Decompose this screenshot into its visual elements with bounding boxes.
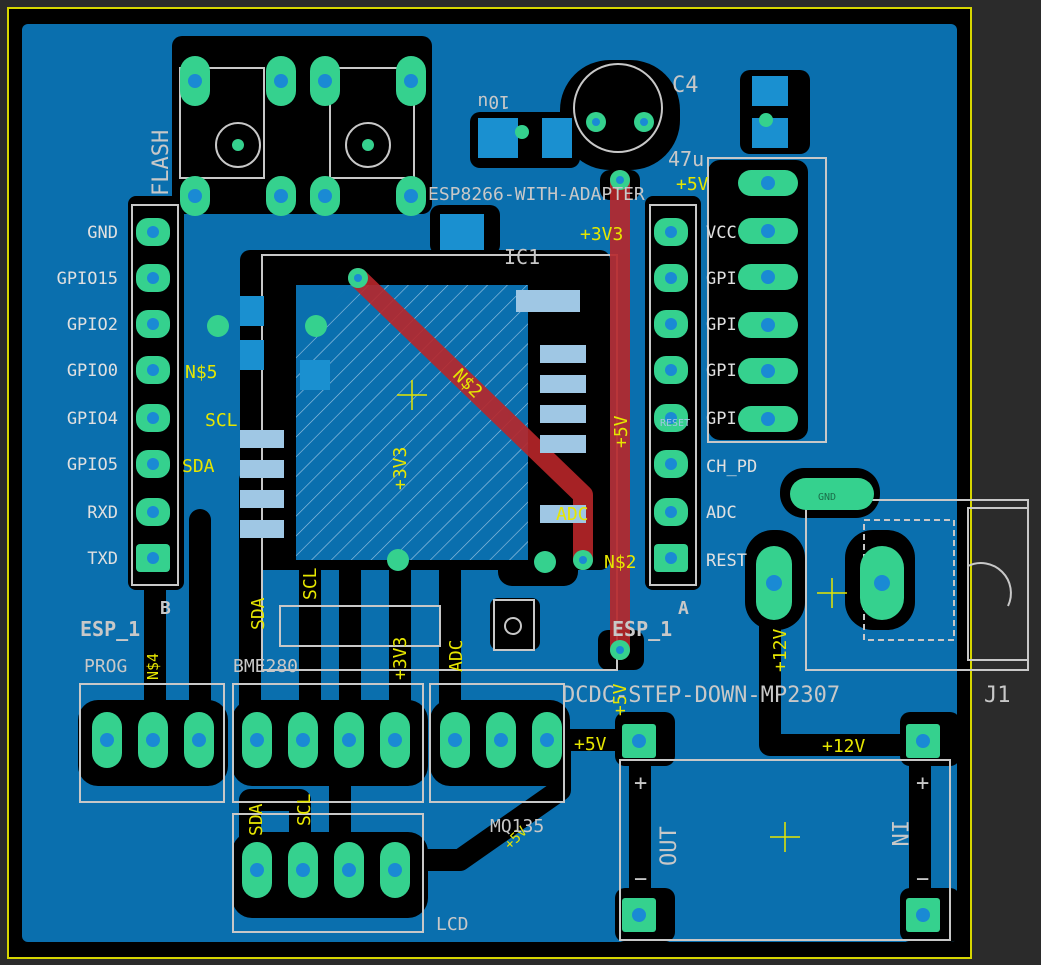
label-esp1-left: ESP_1 [80, 617, 140, 641]
pin-label: GPIO2 [67, 315, 118, 335]
bottom-connector-pads [92, 712, 562, 898]
esp-right-header-pads [654, 218, 688, 572]
pin-label: GND [87, 223, 118, 243]
label-esp-module: ESP8266-WITH-ADAPTER [428, 184, 645, 205]
label-a: A [678, 598, 689, 619]
top-traces [348, 170, 630, 660]
net-label-n4: N$4 [144, 653, 162, 680]
pin-label: GPIO4 [67, 409, 118, 429]
dcdc-pads [622, 724, 940, 932]
pin-label: REST [706, 551, 747, 571]
label-esp1-right: ESP_1 [612, 617, 672, 641]
pin-label: GPI [706, 361, 737, 381]
label-j1: J1 [984, 683, 1011, 708]
esp-left-labels: GND GPIO15 GPIO2 GPIO0 GPIO4 GPIO5 RXD T… [57, 223, 118, 569]
svg-text:RESET: RESET [660, 418, 690, 429]
button-pads [180, 56, 426, 216]
label-c4: C4 [672, 73, 699, 98]
net-label-sda: SDA [182, 456, 215, 477]
net-label-5v-vert: +5V [611, 415, 632, 448]
pin-label: TXD [87, 549, 118, 569]
esp-right-labels: VCC GPI GPI GPI GPI CH_PD ADC REST [706, 223, 757, 571]
label-mq135: MQ135 [490, 816, 544, 837]
net-label-adc: ADC [556, 504, 589, 525]
pin-label: GPIO15 [57, 269, 118, 289]
net-label-adc-mq: ADC [446, 639, 467, 672]
net-label-3v3: +3V3 [580, 224, 623, 245]
j1-pads [756, 478, 904, 620]
net-label-12v: +12V [822, 736, 866, 757]
pin-label: GPI [706, 409, 737, 429]
pin-label: ADC [706, 503, 737, 523]
net-label-n5: N$5 [185, 362, 218, 383]
label-gnd-small: GND [818, 492, 836, 503]
silkscreen [79, 63, 1029, 941]
label-c3-value: 10u [477, 91, 510, 112]
label-plus-out: + [634, 771, 647, 796]
label-c4-value: 47u [668, 147, 704, 171]
label-minus-out: − [634, 867, 647, 892]
pin-label: RXD [87, 503, 118, 523]
pin-label: GPIO0 [67, 361, 118, 381]
net-label-scl-lcd: SCL [294, 793, 315, 826]
label-lcd: LCD [436, 914, 469, 935]
net-label-n2: N$2 [604, 552, 637, 573]
pin-label: GPIO5 [67, 455, 118, 475]
component-labels: FLASH ESP8266-WITH-ADAPTER IC1 C4 47u 10… [80, 73, 1011, 935]
net-label-5v-dcdc-vert: +5V [610, 683, 631, 716]
pin-label: GPI [706, 315, 737, 335]
label-prog: PROG [84, 656, 127, 677]
label-bme280: BME280 [233, 656, 298, 677]
label-flash: FLASH [149, 130, 174, 196]
label-plus-in: + [916, 771, 929, 796]
net-label-3v3-bme: +3V3 [390, 637, 411, 680]
net-label-12v-vert: +12V [770, 628, 791, 672]
net-label-3v3-center: +3V3 [390, 447, 411, 490]
label-in: IN [886, 820, 911, 847]
net-label-scl-bme: SCL [300, 567, 321, 600]
label-dcdc: DCDC-STEP-DOWN-MP2307 [562, 683, 840, 708]
pin-label: VCC [706, 223, 737, 243]
esp-module-connector-pads [738, 170, 798, 432]
smd-pads [240, 290, 586, 538]
net-labels: N$5 SCL SDA +3V3 +5V ADC N$2 +5V +12V N$… [144, 174, 866, 853]
smd-caps [240, 76, 788, 390]
net-label-5v-dcdc: +5V [574, 734, 607, 755]
label-minus-in: − [916, 867, 929, 892]
net-label-scl: SCL [205, 410, 238, 431]
pin-label: CH_PD [706, 457, 757, 477]
net-label-sda-bme: SDA [248, 597, 269, 630]
net-label-sda-lcd: SDA [246, 803, 267, 836]
label-ic1: IC1 [504, 245, 540, 269]
pin-label: GPI [706, 269, 737, 289]
label-out: OUT [657, 826, 682, 866]
esp-left-header-pads [136, 218, 170, 572]
net-label-5v: +5V [676, 174, 709, 195]
label-b: B [160, 598, 171, 619]
